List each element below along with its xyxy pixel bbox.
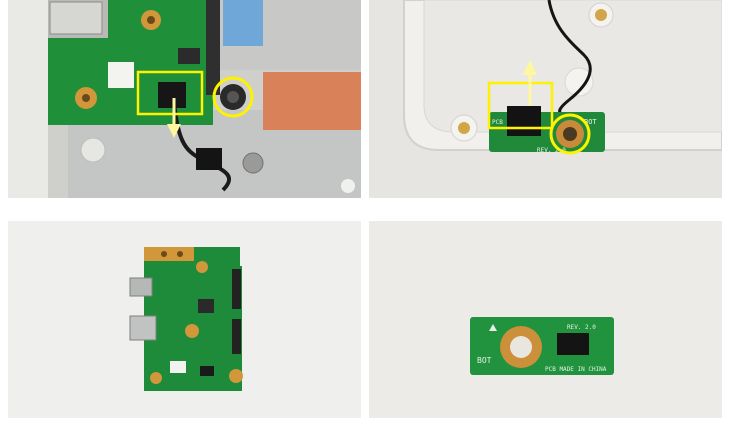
photo-io-board-removed-illustration: [8, 221, 361, 418]
sensor-connector: [557, 333, 589, 355]
photo-io-board-installed-illustration: [8, 0, 361, 198]
io-board: [144, 247, 242, 391]
copper-tape: [263, 72, 361, 130]
usb-c-port: [130, 278, 152, 296]
fpc-connector: [206, 0, 220, 95]
photo-sensor-board-removed: BOT REV. 2.0 PCB MADE IN CHINA: [369, 221, 722, 418]
sensor-cable-connector: [158, 82, 186, 108]
silkscreen-pcb: PCB: [492, 119, 503, 126]
photo-sensor-board-removed-illustration: BOT REV. 2.0 PCB MADE IN CHINA: [369, 221, 722, 418]
ground-pad: [144, 247, 194, 261]
photo-sensor-board-installed: PCB BOT REV. 2.0: [369, 0, 722, 198]
silkscreen-rev: REV. 2.0: [567, 324, 596, 331]
sensor-connector: [507, 106, 541, 136]
flex-cable: [223, 0, 263, 46]
photo-io-board-removed: [8, 221, 361, 418]
fpc-connector-bottom: [232, 319, 241, 354]
photo-io-board-installed: [8, 0, 361, 198]
usb-a-port: [130, 316, 156, 340]
fpc-connector-top: [232, 269, 241, 309]
barcode-label: [108, 62, 134, 88]
silkscreen-bot: BOT: [477, 356, 492, 365]
photo-sensor-board-installed-illustration: PCB BOT REV. 2.0: [369, 0, 722, 198]
silkscreen-made-in: PCB MADE IN CHINA: [545, 366, 607, 373]
